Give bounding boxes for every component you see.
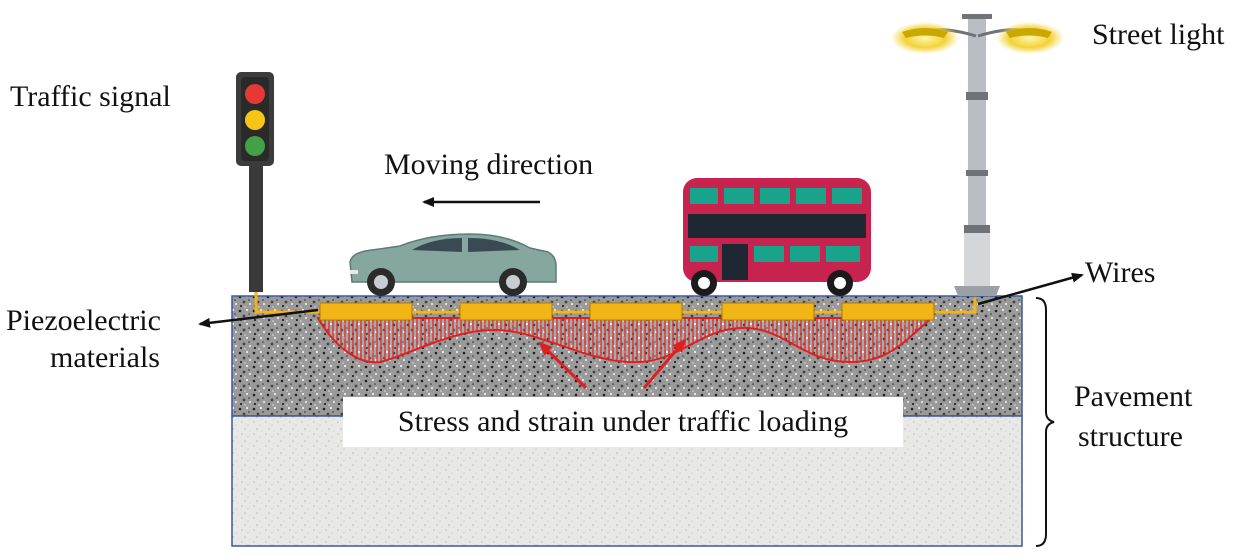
piezo-element xyxy=(841,302,935,321)
piezoelectric-label-line1: Piezoelectric xyxy=(6,304,161,337)
moving-direction-label: Moving direction xyxy=(384,148,594,181)
stress-arrow-left xyxy=(538,341,588,390)
traffic-signal-label: Traffic signal xyxy=(10,80,171,113)
street-light-label: Street light xyxy=(1092,18,1225,51)
bus-icon xyxy=(683,178,871,296)
piezo-element xyxy=(459,302,553,321)
piezoelectric-label-line2: materials xyxy=(50,341,160,374)
stress-arrow-right xyxy=(642,338,687,389)
street-light-icon xyxy=(891,14,1064,296)
stress-distribution xyxy=(316,317,935,364)
pavement-label-line2: structure xyxy=(1078,420,1183,453)
stress-strain-label: Stress and strain under traffic loading xyxy=(343,397,903,447)
piezo-element xyxy=(721,302,815,321)
traffic-light-icon xyxy=(236,72,274,292)
piezo-label-arrow xyxy=(198,308,319,328)
piezo-element xyxy=(319,302,413,321)
pavement-label-line1: Pavement xyxy=(1074,380,1193,413)
wires-label: Wires xyxy=(1085,256,1156,289)
wires-label-arrow xyxy=(977,272,1084,306)
wire-right xyxy=(934,298,977,314)
car-icon xyxy=(349,233,557,296)
piezo-element xyxy=(589,302,683,321)
pavement-bracket xyxy=(1035,297,1055,547)
